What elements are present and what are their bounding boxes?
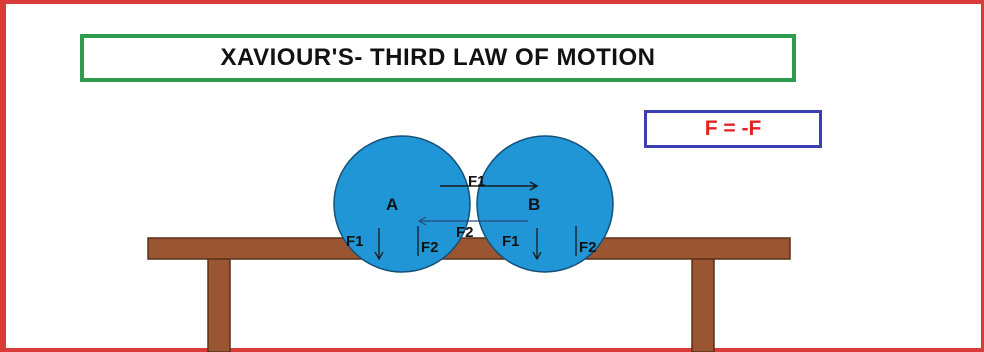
title-box: XAVIOUR'S- THIRD LAW OF MOTION xyxy=(80,34,796,82)
force-f1-under-b-label: F1 xyxy=(502,233,520,250)
force-f2-under-b-label: F2 xyxy=(579,239,597,256)
force-f2-arrow xyxy=(417,216,528,226)
ball-b-vertical-forces xyxy=(532,226,577,261)
force-f2-under-a-label: F2 xyxy=(421,239,439,256)
force-f1-arrow xyxy=(440,181,539,191)
ball-a-vertical-forces xyxy=(374,226,419,261)
formula-text: F = -F xyxy=(704,117,762,140)
formula-box: F = -F xyxy=(644,110,822,148)
ball-b xyxy=(476,135,614,273)
ball-a-label: A xyxy=(386,195,398,214)
page-title: XAVIOUR'S- THIRD LAW OF MOTION xyxy=(220,44,656,71)
force-f2-between-label: F2 xyxy=(456,224,474,241)
ball-a xyxy=(333,135,471,273)
ball-b-label: B xyxy=(528,195,540,214)
force-f1-under-a-label: F1 xyxy=(346,233,364,250)
force-f1-top-label: F1 xyxy=(468,173,486,190)
table-left-leg xyxy=(207,257,231,352)
table-right-leg xyxy=(691,257,715,352)
table-top xyxy=(147,237,791,260)
table xyxy=(147,237,791,352)
